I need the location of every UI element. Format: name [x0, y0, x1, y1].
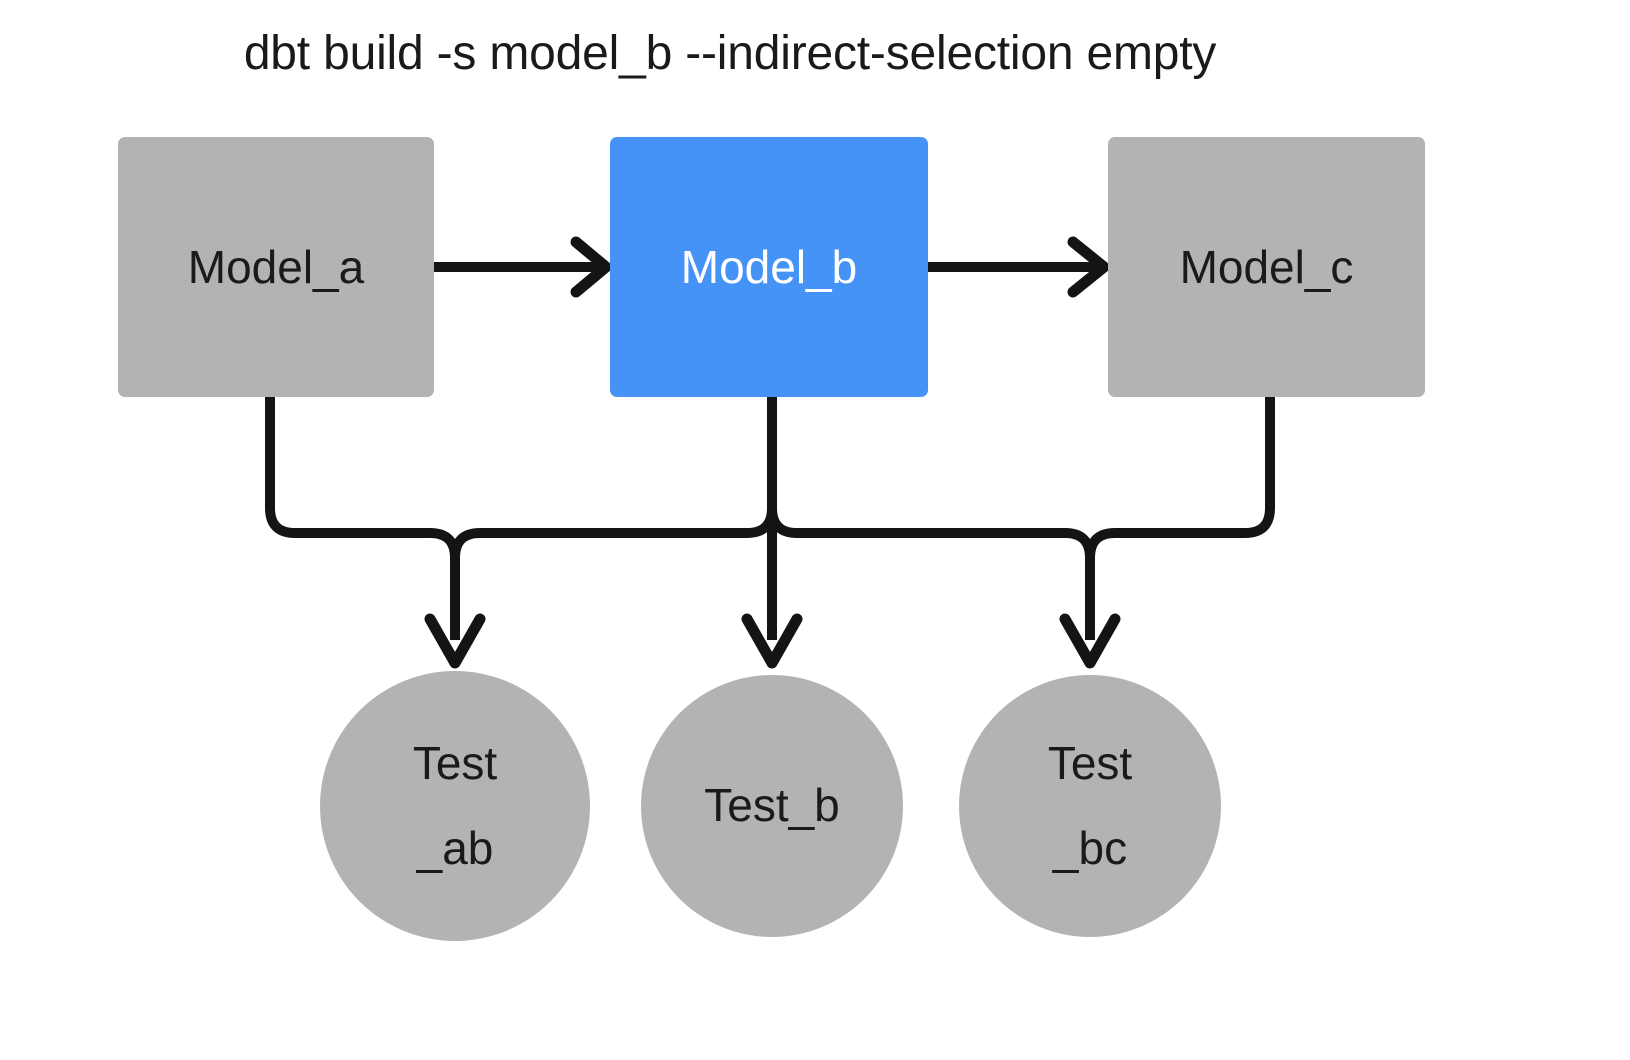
node-test-ab-label-line-2: _ab	[416, 822, 494, 874]
arrowhead-test-bc	[1059, 613, 1121, 669]
node-model-c-label: Model_c	[1179, 240, 1354, 293]
edge-model-c-test-bc	[1085, 397, 1275, 640]
node-test-bc-label-line-1: Test	[1047, 736, 1133, 789]
node-model-a[interactable]: Model_a	[118, 137, 434, 397]
node-model-a-label: Model_a	[187, 240, 365, 293]
edge-model-b-model-c	[928, 236, 1110, 298]
edge-model-a-model-b	[434, 236, 612, 298]
node-test-bc[interactable]: Test _bc	[959, 675, 1221, 937]
edge-model-b-test-ab	[450, 397, 777, 640]
node-test-b-label-line-1: Test_b	[704, 779, 840, 832]
node-test-b[interactable]: Test_b	[641, 675, 903, 937]
diagram-title: dbt build -s model_b --indirect-selectio…	[243, 27, 1217, 80]
node-model-c[interactable]: Model_c	[1108, 137, 1425, 397]
arrowhead-test-ab	[424, 613, 486, 669]
node-test-ab-label-line-1: Test	[412, 736, 498, 789]
node-model-b-label: Model_b	[680, 240, 858, 293]
edge-model-a-test-ab	[265, 397, 460, 640]
edge-model-b-test-b	[741, 397, 803, 669]
edge-model-b-test-bc	[767, 397, 1095, 640]
node-model-b[interactable]: Model_b	[610, 137, 928, 397]
node-test-ab[interactable]: Test _ab	[320, 671, 590, 941]
node-test-bc-label-line-2: _bc	[1052, 822, 1128, 874]
